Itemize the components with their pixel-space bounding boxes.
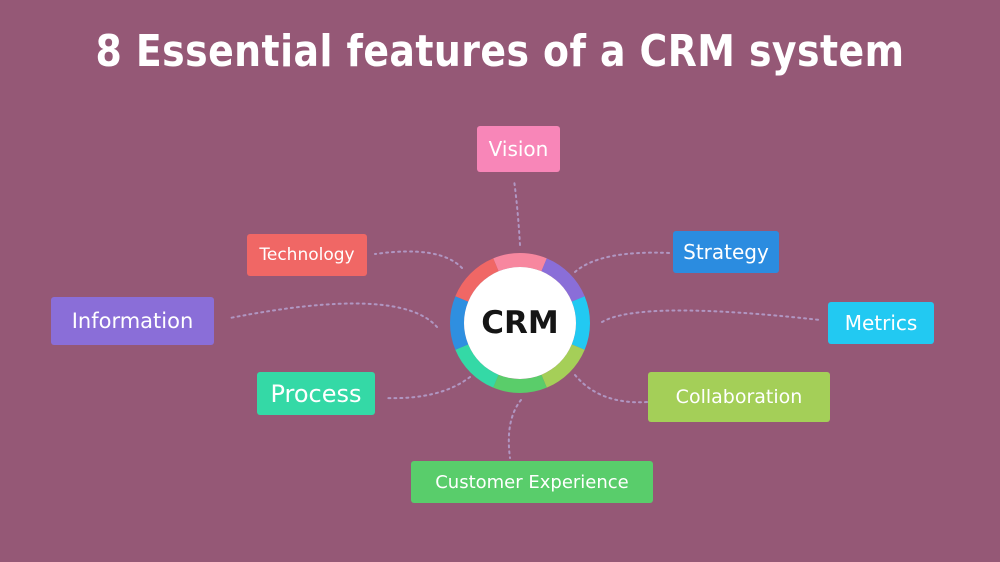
feature-technology: Technology — [247, 234, 367, 276]
hub-ring-segment — [493, 374, 547, 393]
feature-label: Metrics — [844, 311, 918, 335]
hub-ring-segment — [450, 296, 469, 350]
hub-ring-segment — [541, 258, 585, 302]
feature-process: Process — [257, 372, 375, 415]
connector-vision — [513, 179, 521, 246]
hub-ring — [450, 253, 590, 393]
connector-process — [384, 376, 471, 400]
page-title: 8 Essential features of a CRM system — [95, 26, 905, 77]
feature-label: Technology — [259, 245, 355, 265]
hub-center — [464, 267, 576, 379]
connector-technology — [374, 250, 463, 269]
connector-metrics — [601, 309, 821, 323]
feature-vision: Vision — [477, 126, 560, 172]
hub-ring-segment — [493, 253, 547, 272]
connector-information — [229, 302, 438, 328]
feature-label: Vision — [488, 137, 549, 161]
feature-label: Information — [71, 309, 194, 333]
feature-label: Strategy — [683, 240, 769, 264]
crm-hub: CRM — [450, 253, 590, 393]
feature-collaboration: Collaboration — [648, 372, 830, 422]
feature-strategy: Strategy — [673, 231, 779, 273]
hub-ring-segment — [455, 258, 499, 302]
hub-label: CRM — [481, 305, 559, 341]
feature-label: Customer Experience — [435, 471, 629, 493]
connector-collaboration — [574, 374, 649, 404]
feature-label: Process — [270, 379, 362, 408]
feature-label: Collaboration — [675, 386, 803, 408]
feature-customer-experience: Customer Experience — [411, 461, 653, 503]
hub-ring-segment — [571, 296, 590, 350]
feature-information: Information — [51, 297, 214, 345]
feature-metrics: Metrics — [828, 302, 934, 344]
connector-customer-experience — [507, 399, 522, 459]
connector-strategy — [574, 251, 671, 273]
hub-ring-segment — [541, 344, 585, 388]
hub-ring-segment — [455, 344, 499, 388]
